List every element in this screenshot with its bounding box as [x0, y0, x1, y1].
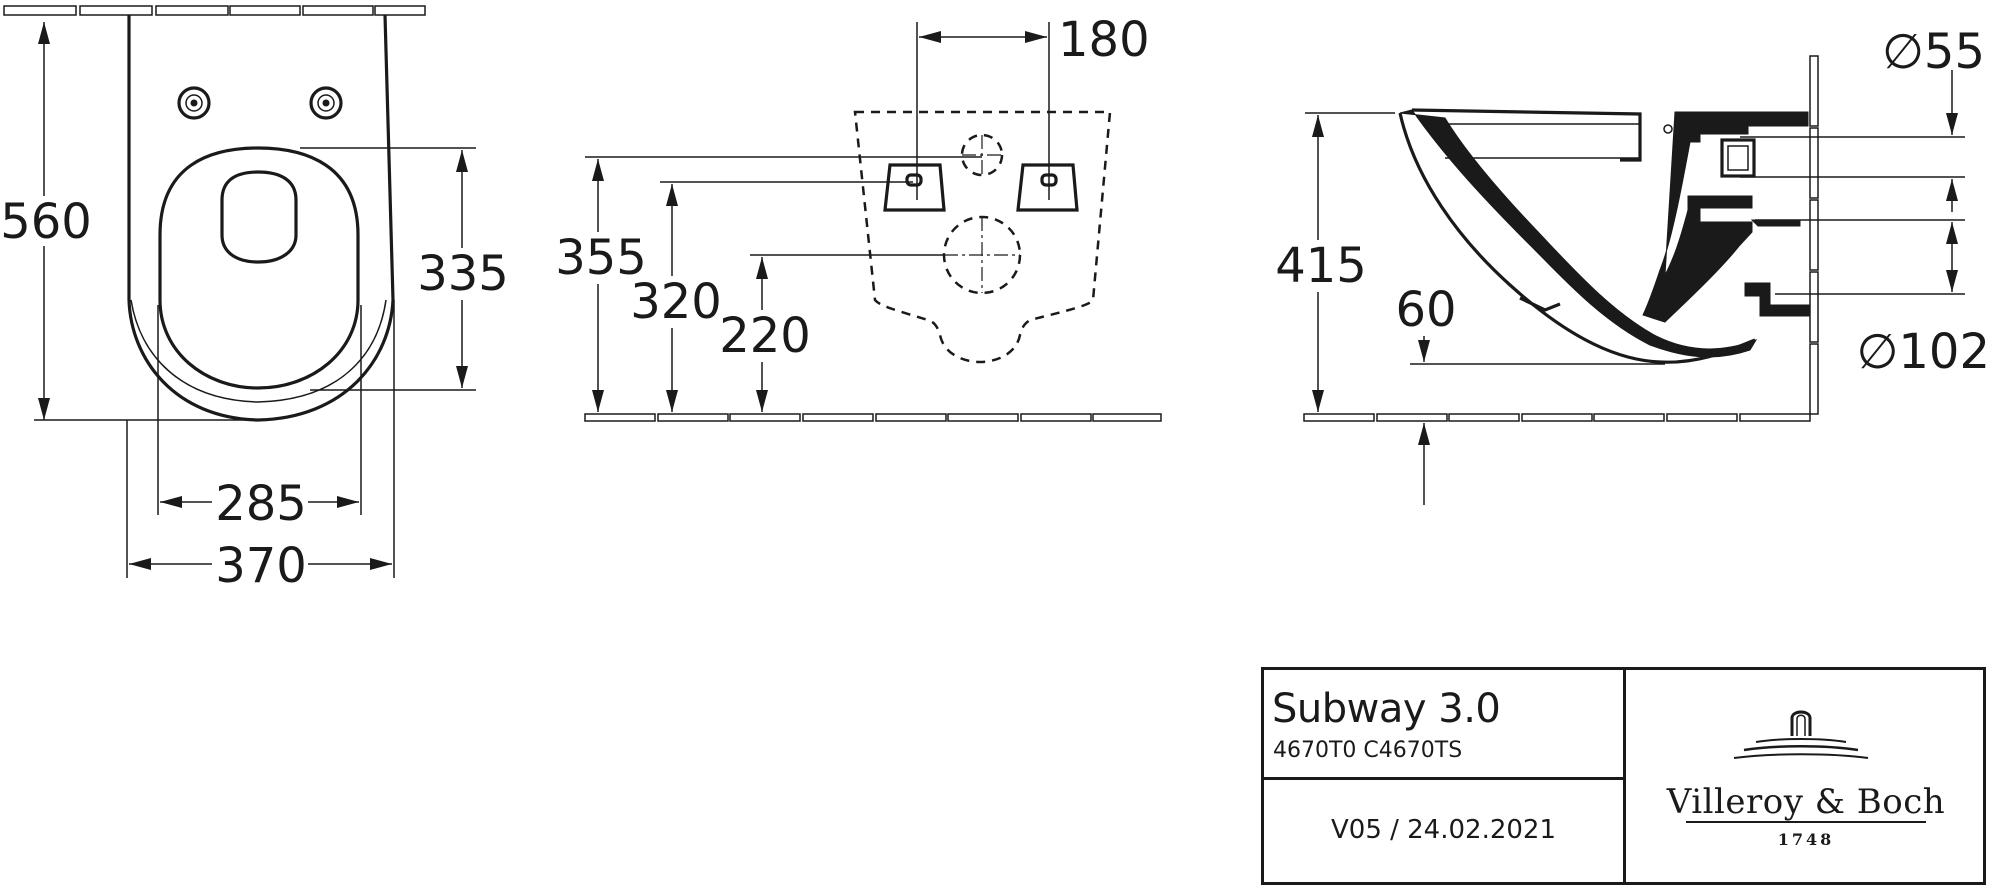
- dim-outlet-offset: 60: [1395, 282, 1665, 505]
- dim-seat-opening-label: 335: [417, 246, 509, 302]
- dim-outlet-diameter: ∅102: [1755, 219, 1990, 380]
- dim-height-outlet: 220: [718, 254, 944, 412]
- top-view-bowl-outline: [127, 14, 395, 422]
- wall-view: 180 355 320 220: [555, 12, 1162, 422]
- side-view-back-section: [1642, 111, 1809, 323]
- dim-height-top: 355: [555, 156, 982, 412]
- dim-height-bolts-label: 320: [630, 274, 722, 330]
- dim-bolt-spacing-label: 180: [1058, 12, 1150, 68]
- bolt-left-icon: [177, 86, 211, 120]
- top-view-seat: [158, 146, 360, 390]
- dim-seat-opening: 335: [300, 147, 509, 391]
- brand-logo: Villeroy & Boch 1748: [1626, 670, 1986, 882]
- fountain-logo-icon: [1733, 710, 1869, 759]
- dim-overall-width: 370: [126, 300, 395, 594]
- brand-underline: [1686, 821, 1926, 823]
- dim-length: 560: [0, 22, 258, 421]
- title-block-product: Subway 3.0 4670T0 C4670TS: [1264, 670, 1623, 780]
- brand-year: 1748: [1777, 830, 1835, 849]
- bolt-right-icon: [309, 86, 343, 120]
- wall-view-floor: [584, 413, 1162, 422]
- dim-overall-width-label: 370: [215, 538, 307, 594]
- side-view: 415 60 ∅55 ∅102: [1275, 24, 1990, 505]
- side-view-wall: [1809, 55, 1819, 415]
- dim-inner-width: 285: [157, 305, 362, 532]
- dim-height-outlet-label: 220: [719, 308, 811, 364]
- dim-height-bolts: 320: [630, 181, 913, 412]
- top-view-opening: [220, 170, 298, 264]
- side-view-bowl: [1399, 109, 1758, 358]
- inlet-circle: [960, 133, 1004, 177]
- dim-bolt-spacing: 180: [916, 12, 1150, 200]
- dim-outlet-diameter-label: ∅102: [1857, 324, 1990, 380]
- version-date: V05 / 24.02.2021: [1330, 815, 1557, 845]
- dim-inlet-diameter: ∅55: [1740, 24, 1985, 212]
- top-view: 560 335 285: [0, 5, 509, 594]
- dim-inlet-diameter-label: ∅55: [1882, 24, 1985, 80]
- mount-plate-right: [1016, 163, 1079, 212]
- product-name: Subway 3.0: [1272, 686, 1501, 732]
- top-view-wall: [3, 5, 426, 16]
- dim-rim-height: 415: [1275, 112, 1395, 412]
- title-block-info: Subway 3.0 4670T0 C4670TS V05 / 24.02.20…: [1264, 670, 1626, 882]
- brand-name: Villeroy & Boch: [1666, 782, 1946, 822]
- dim-inner-width-label: 285: [215, 476, 307, 532]
- dim-outlet-offset-label: 60: [1395, 282, 1456, 338]
- dim-rim-height-label: 415: [1275, 238, 1367, 294]
- dim-length-label: 560: [0, 194, 92, 250]
- article-codes: 4670T0 C4670TS: [1273, 738, 1463, 763]
- wall-view-outline: [853, 110, 1112, 364]
- mount-plate-left: [883, 163, 946, 212]
- side-view-floor: [1303, 413, 1811, 422]
- title-block: Subway 3.0 4670T0 C4670TS V05 / 24.02.20…: [1261, 667, 1986, 885]
